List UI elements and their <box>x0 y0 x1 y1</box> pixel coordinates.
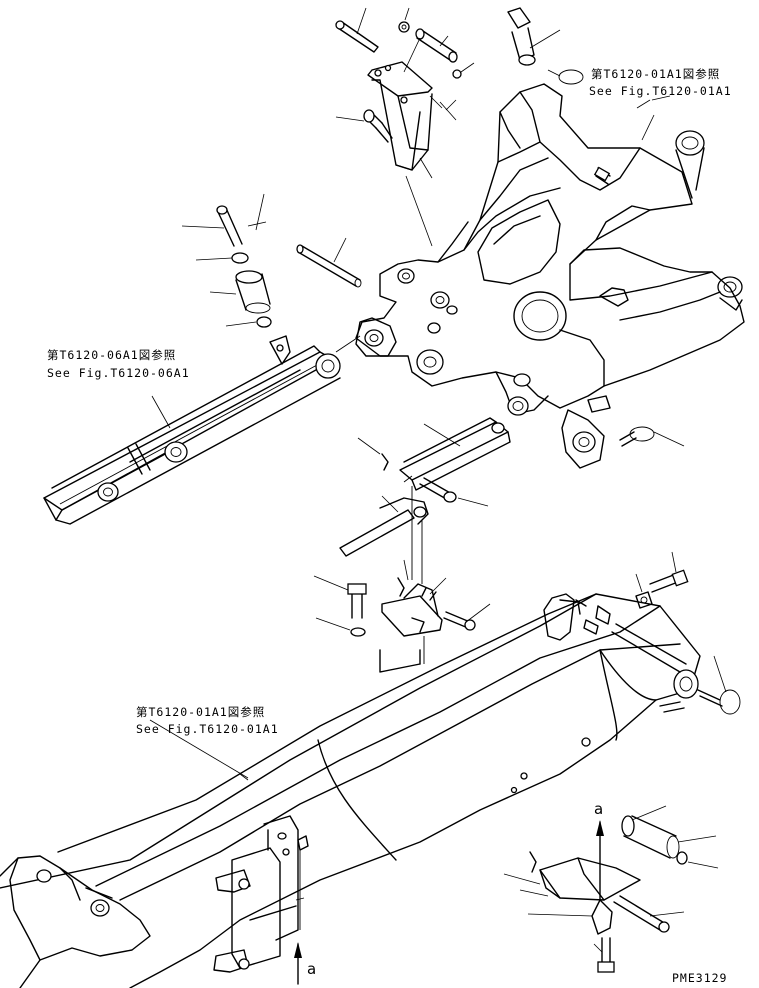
reference-boom-jp: 第T6120-01A1図参照 <box>136 705 266 719</box>
hydraulic-cylinder <box>43 335 361 525</box>
top-right-pin-group <box>507 7 743 311</box>
view-marker-upper: a <box>594 800 604 818</box>
link-bar-group <box>339 417 511 584</box>
view-arrow-upper <box>596 820 604 901</box>
detail-view-a <box>503 805 719 973</box>
lock-ring-right <box>619 426 685 447</box>
main-frame <box>355 83 745 469</box>
reference-frame-jp: 第T6120-01A1図参照 <box>591 67 721 81</box>
reference-boom-en: See Fig.T6120-01A1 <box>136 722 279 736</box>
reference-frame-en: See Fig.T6120-01A1 <box>589 84 732 98</box>
long-pin-left <box>296 237 362 288</box>
lower-bracket-group <box>313 559 491 664</box>
reference-cylinder-jp: 第T6120-06A1図参照 <box>47 348 177 362</box>
boom-assembly <box>0 551 741 988</box>
top-pin-bracket-group <box>335 7 475 247</box>
left-pin-stack <box>181 193 291 365</box>
drawing-code: PME3129 <box>672 971 728 985</box>
view-arrow-lower <box>294 942 302 985</box>
reference-cylinder-en: See Fig.T6120-06A1 <box>47 366 190 380</box>
view-marker-lower: a <box>307 960 317 978</box>
